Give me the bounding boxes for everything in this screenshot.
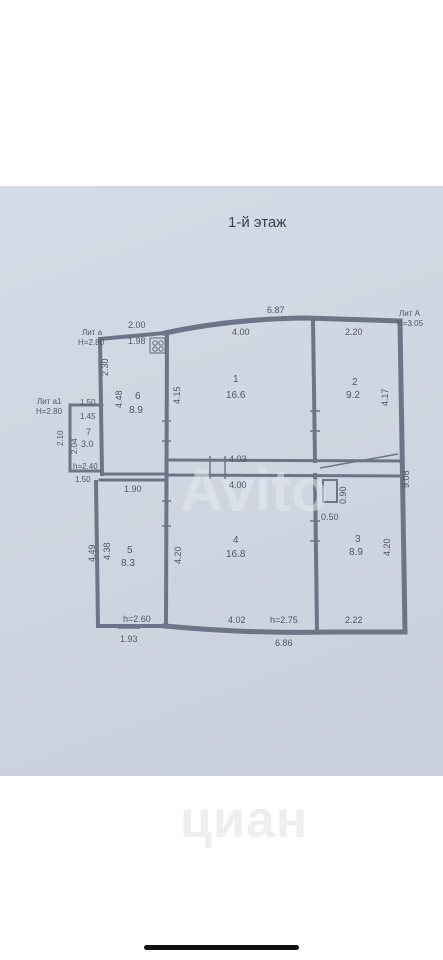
dim-bottom-total: 6.86 [275,638,293,648]
dim-lit-a1-h: h=2.40 [73,462,98,471]
room-2-area: 9.2 [346,390,360,401]
dim-left-lit-a: 2.30 [100,358,110,376]
dim-room3-height: 4.20 [382,538,392,556]
dim-room1-top: 4.00 [232,327,250,337]
dim-room5-bottom: 1.93 [120,634,138,644]
room-2-number: 2 [352,377,358,388]
dim-room5-h: h=2.60 [123,614,151,624]
floor-plan: Avito 1-й этаж Лит а Н=2.80 Лит а1 Н=2.8… [36,214,424,648]
dim-lit-a1-inner-left: 2.04 [70,438,79,454]
dim-room5-left-outer: 4.49 [87,544,97,562]
room-3-number: 3 [355,534,361,545]
room-7-area: 3.0 [81,439,94,449]
dim-top-lit-a: 2.00 [128,320,146,330]
room-6-number: 6 [135,391,141,402]
dim-room2-height: 4.17 [380,388,390,406]
dim-room5-left-inner: 4.38 [102,542,112,560]
dim-room2-top: 2.20 [345,327,363,337]
dim-top-total: 6.87 [267,305,285,315]
wall-room4-room3 [312,472,320,635]
dim-lit-a1-left: 2.10 [56,430,65,446]
lit-a-height: Н=2.80 [78,338,105,347]
window-mark [199,628,223,631]
room-3-area: 8.9 [349,547,363,558]
room-1-area: 16.6 [226,390,246,401]
dim-room5-top: 1.90 [124,484,142,494]
cian-watermark: циан [180,791,309,849]
dim-corridor-top: 4.03 [229,454,247,464]
room-5-area: 8.3 [121,558,135,569]
dim-closet-h: 0.90 [338,486,348,504]
outer-wall-top [162,315,403,336]
room-5-number: 5 [127,545,133,556]
outer-wall-bottom [162,623,408,635]
window-mark [199,324,221,327]
floor-title: 1-й этаж [228,214,286,231]
lit-a1-height: Н=2.80 [36,407,63,416]
room5-left-wall [93,479,101,629]
dim-right-total: 9.08 [401,470,411,488]
dim-room3-bottom: 2.22 [345,615,363,625]
dim-lit-a1-bottom: 1.50 [75,475,91,484]
lit-a1-label: Лит а1 [37,397,62,406]
stove-icon [149,337,166,354]
dim-lit-a1-top: 1.50 [80,398,96,407]
dim-closet-w: 0.50 [321,512,339,522]
dim-room4-height: 4.20 [173,546,183,564]
room-1-number: 1 [233,374,239,385]
corridor-bottom-wall [164,473,402,478]
outer-wall-right [397,318,408,635]
room-4-number: 4 [233,535,239,546]
lit-a-top-wall [97,330,168,342]
home-indicator[interactable] [144,945,299,950]
lit-a-label: Лит а [82,328,103,337]
room-7-number: 7 [86,427,91,437]
dim-room4-h: h=2.75 [270,615,298,625]
dim-room6-top: 1.98 [128,336,146,346]
dim-room4-bottom: 4.02 [228,615,246,625]
lit-A-height: Н=3.05 [397,319,424,328]
closet [322,479,338,503]
room-6-area: 8.9 [129,405,143,416]
dim-corridor-bottom: 4.00 [229,480,247,490]
wall-room1-room2 [310,316,318,464]
dim-room1-height: 4.15 [172,386,182,404]
stair-line [319,453,399,469]
lit-A-label: Лит А [399,309,421,318]
avito-watermark: Avito [180,457,328,524]
floor-plan-background [0,186,443,776]
dim-lit-a1-inner: 1.45 [80,412,96,421]
dim-room6-left: 4.48 [114,390,124,408]
room-4-area: 16.8 [226,549,246,560]
